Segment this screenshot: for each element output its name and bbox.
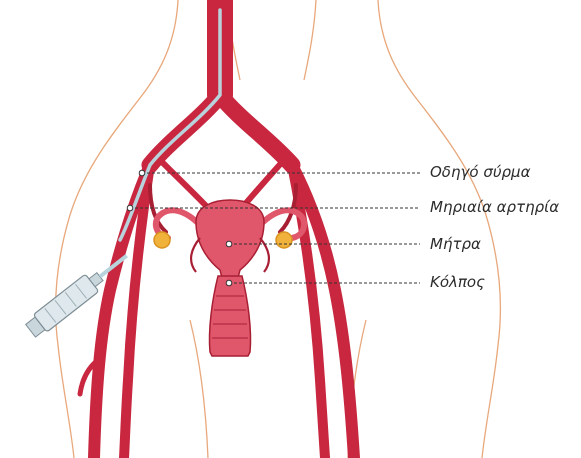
- guide-wire-label: Οδηγό σύρμα: [430, 163, 530, 181]
- femoral-artery-label: Μηριαία αρτηρία: [430, 198, 559, 216]
- right-ovary: [276, 232, 292, 248]
- uterus-label: Μήτρα: [430, 235, 481, 253]
- vagina: [209, 276, 250, 356]
- vagina-dot: [226, 280, 232, 286]
- left-ovary: [154, 232, 170, 248]
- uterus-dot: [226, 241, 232, 247]
- syringe: [24, 247, 134, 339]
- guide-wire-dot: [139, 170, 145, 176]
- right-iliac-artery: [220, 95, 292, 165]
- vagina-label: Κόλπος: [430, 273, 485, 291]
- leader-lines: [130, 173, 420, 283]
- uterus-body: [196, 200, 264, 278]
- uterus-group: [154, 200, 304, 356]
- femoral-artery-dot: [127, 205, 133, 211]
